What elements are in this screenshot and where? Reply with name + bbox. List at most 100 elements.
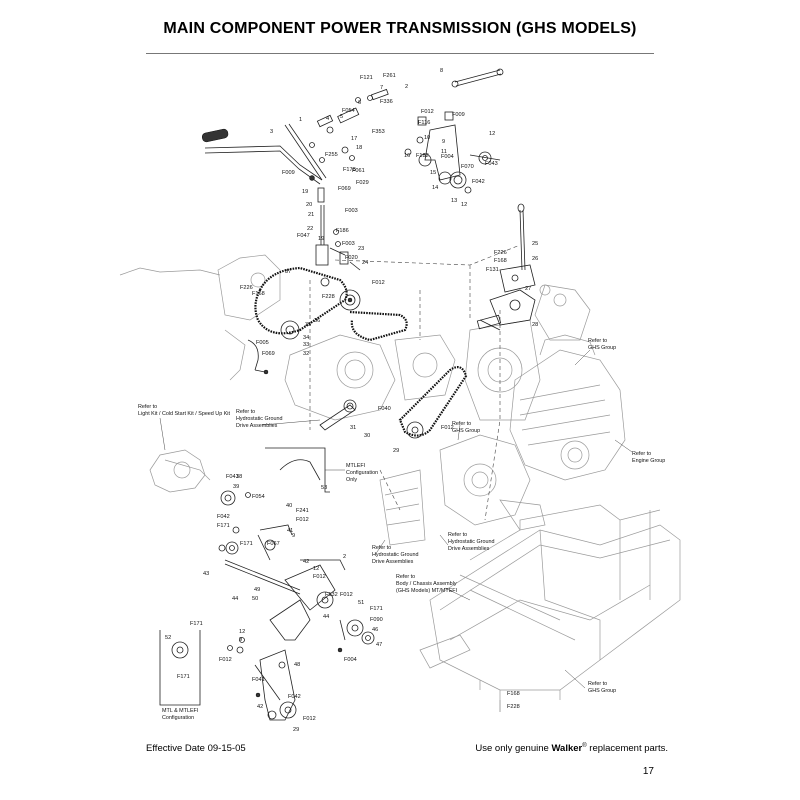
part-label: F186 [336,228,349,234]
part-label: 13 [451,198,457,204]
part-label: 29 [393,448,399,454]
part-label: F042 [217,514,230,520]
part-label: 46 [372,627,378,633]
part-label: F090 [370,617,383,623]
part-label: F042 [288,694,301,700]
part-label: F171 [370,606,383,612]
part-label: F004 [344,657,357,663]
part-label: F003 [345,208,358,214]
vertical-linkage [315,187,361,271]
part-label: 28 [532,322,538,328]
part-label: F226 [494,250,507,256]
light-kit-ghost [149,449,211,493]
footer-genuine-suffix: replacement parts. [586,743,668,755]
bracket-27 [499,264,536,293]
part-label: F168 [494,258,507,264]
part-label: F132 [325,592,338,598]
part-label: 14 [432,185,438,191]
spring-wire-34 [247,339,269,375]
part-label: 26 [532,256,538,262]
part-label: 20 [306,202,312,208]
part-label: 12 [239,629,245,635]
part-label: 19 [318,236,324,242]
part-label: F009 [452,112,465,118]
part-label: 24 [362,260,368,266]
title-rule [146,53,654,54]
part-label: 43 [203,571,209,577]
part-label: F012 [441,425,454,431]
pump-belt-30 [398,366,468,439]
part-label: F353 [372,129,385,135]
part-label: 53 [321,485,327,491]
idler-arm-lower [218,490,293,561]
part-label: 12 [313,566,319,572]
engine-assembly [509,284,626,481]
part-label: F069 [338,186,351,192]
part-label: 44 [323,614,329,620]
part-label: F020 [345,255,358,261]
part-label: 25 [532,241,538,247]
washers-12-9 [227,637,245,654]
part-label: F168 [507,691,520,697]
footer-genuine-prefix: Use only genuine [475,743,552,755]
part-label: 11 [441,149,447,155]
hydrostatic-drive-left [284,334,456,421]
part-label: 31 [350,425,356,431]
part-label: F041 [252,677,265,683]
part-label: 7 [380,85,383,91]
part-label: F070 [461,164,474,170]
part-label: 52 [165,635,171,641]
part-label: F012 [421,109,434,115]
shaft-rod-50 [224,559,301,595]
mtl-config-inset [159,630,201,706]
pulleys-upper [280,277,361,340]
part-label: 29 [293,727,299,733]
part-label: 36 [314,318,320,324]
idler-bracket-43 [269,559,346,641]
part-label: 4 [326,116,329,122]
chassis-frame [419,504,681,700]
part-label: 44 [232,596,238,602]
part-label: 50 [252,596,258,602]
lower-bracket-48 [254,649,297,721]
part-label: 21 [308,212,314,218]
part-label: F131 [486,267,499,273]
part-label: F029 [356,180,369,186]
page-number: 17 [642,766,654,777]
part-label: 17 [351,136,357,142]
part-label: 38 [236,474,242,480]
part-label: 9 [292,533,295,539]
part-label: 10 [424,135,430,141]
control-rod-1 [284,123,327,181]
part-label: 33 [303,342,309,348]
part-label: F255 [325,152,338,158]
handle-bar-3 [201,128,323,185]
hydrostatic-drive-lower [379,434,546,546]
callout-leaders [159,349,633,712]
part-label: 9 [442,139,445,145]
part-label: 2 [405,84,408,90]
part-label: F061 [352,168,365,174]
belt-37 [254,266,348,335]
part-label: F228 [507,704,520,710]
part-label: 18 [356,145,362,151]
part-label: 8 [440,68,443,74]
part-label: 16 [404,153,410,159]
part-label: 35 [305,322,311,328]
part-label: F012 [372,280,385,286]
part-label: 40 [286,503,292,509]
part-label: 42 [303,559,309,565]
part-label: 47 [376,642,382,648]
part-label: F012 [303,716,316,722]
cable-25 [517,203,526,271]
pulley-46-47 [337,619,375,653]
